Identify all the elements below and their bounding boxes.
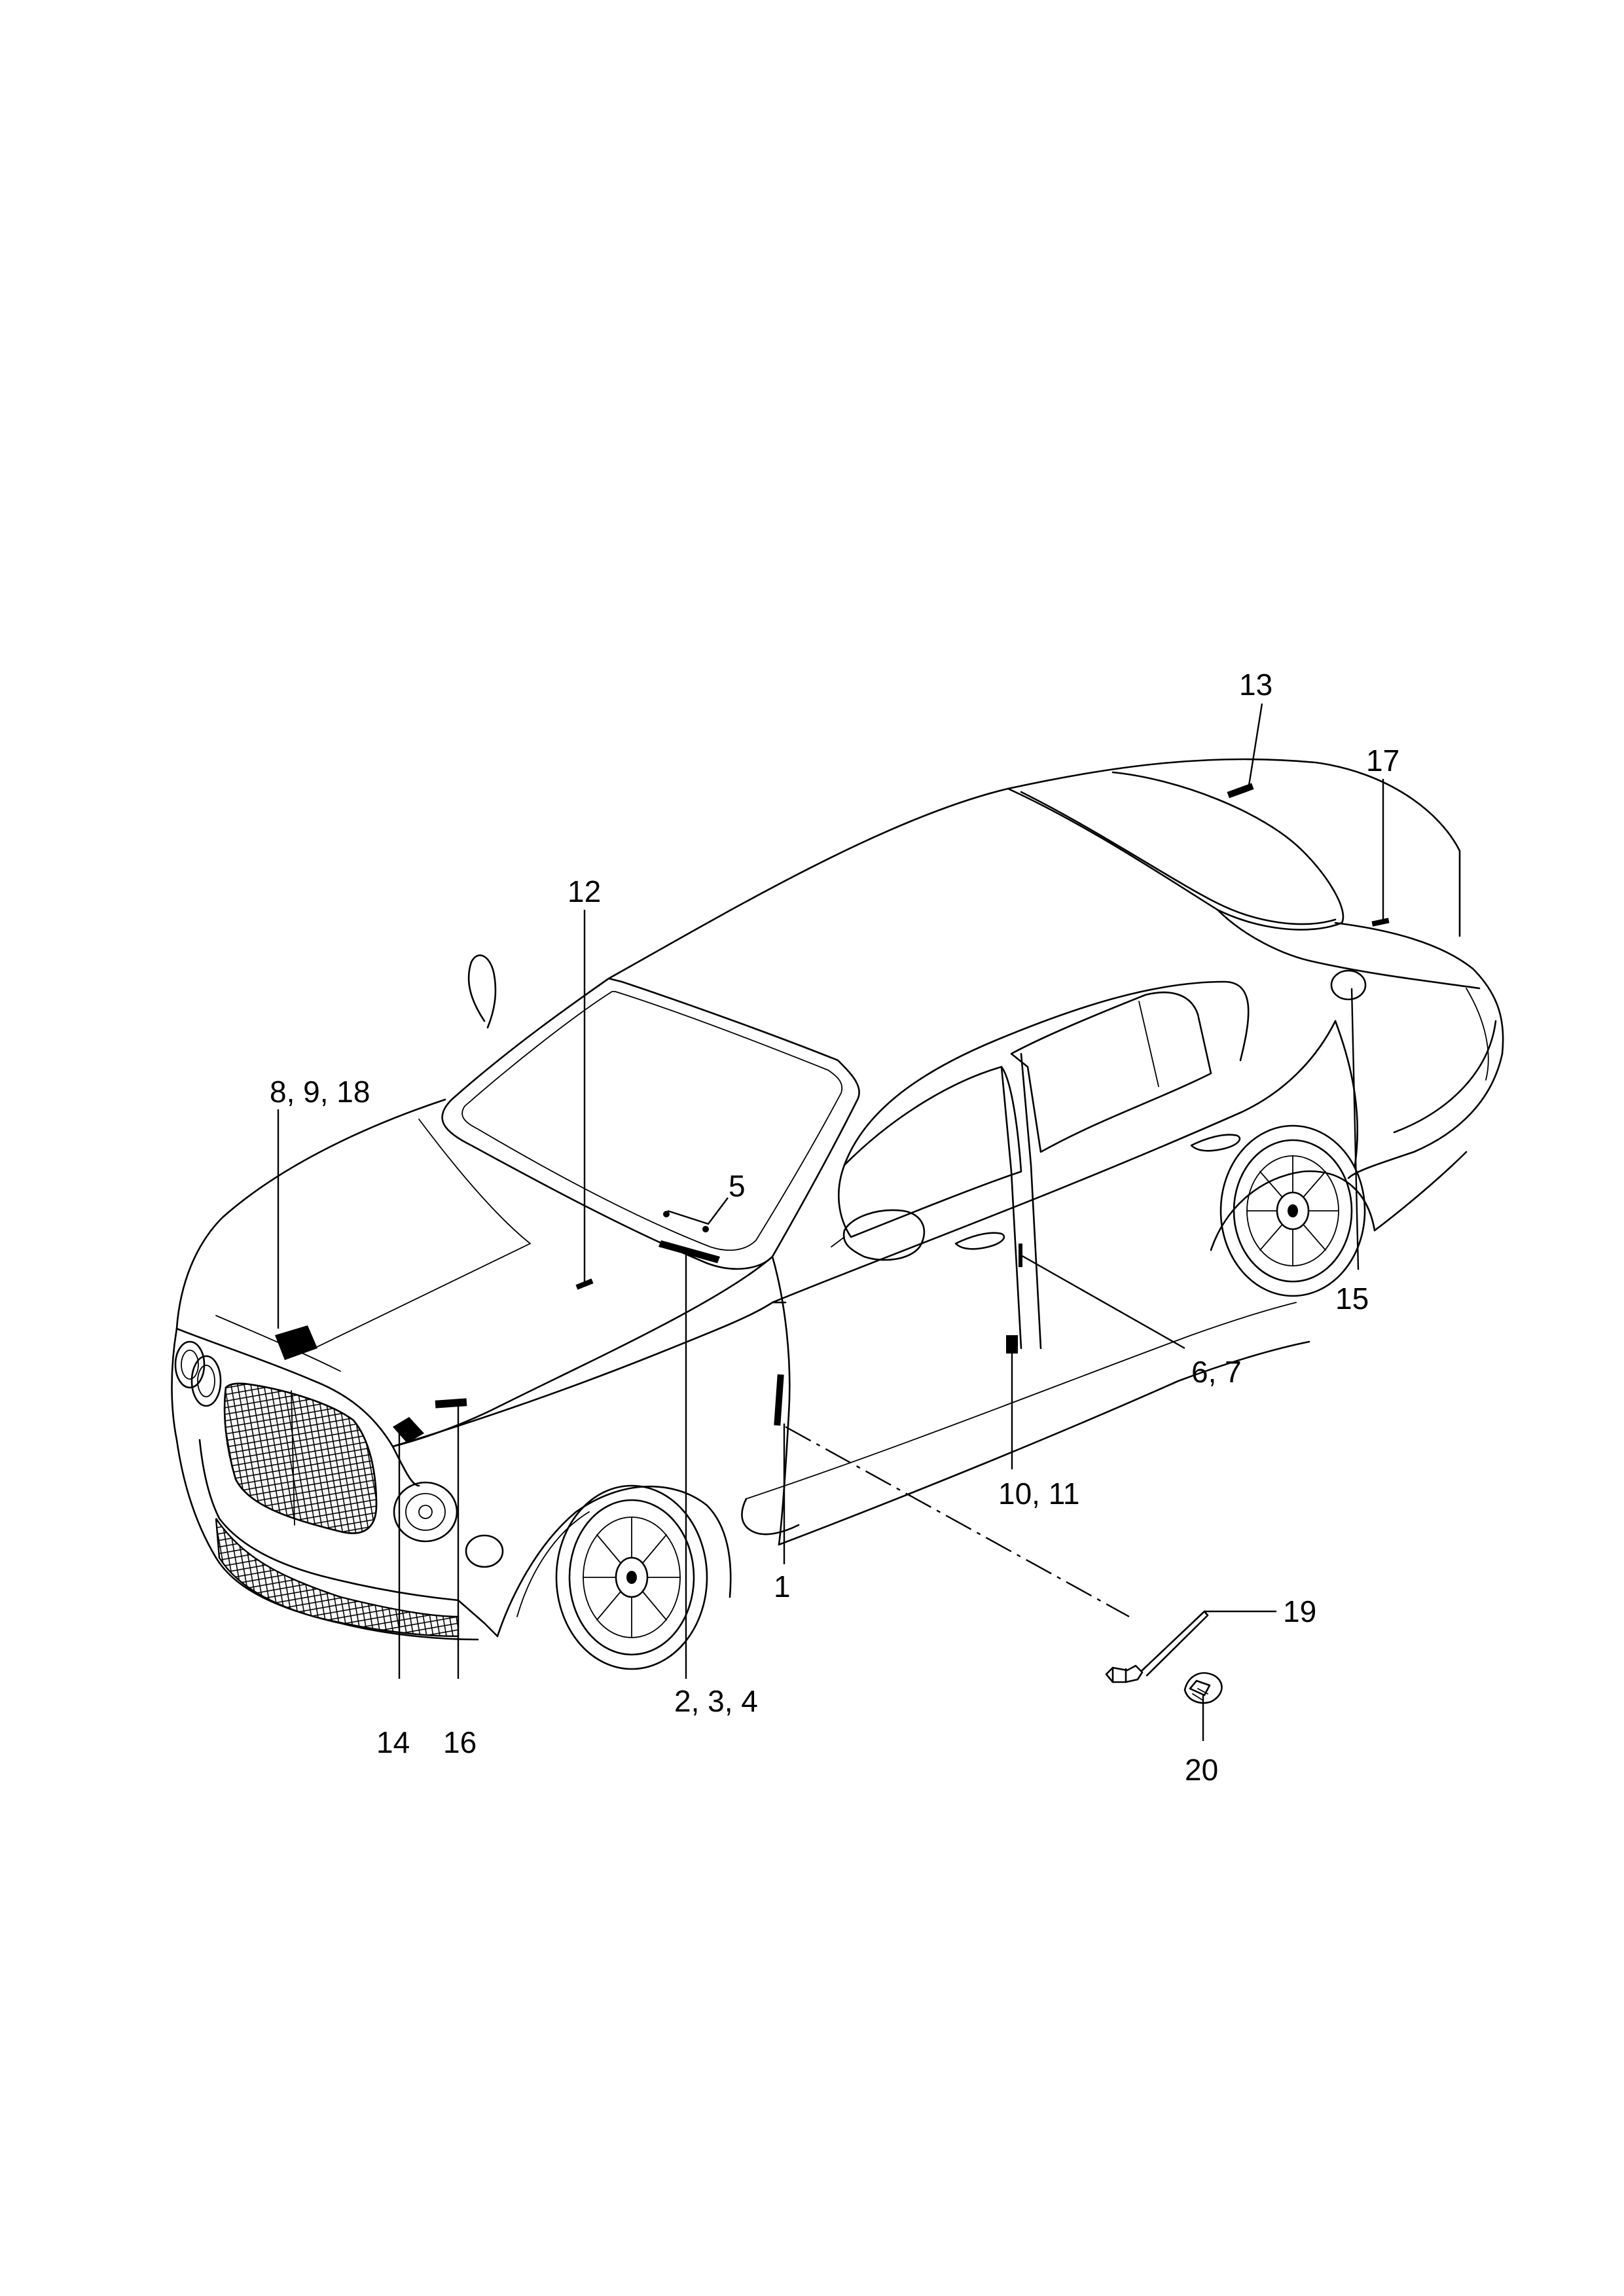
rear-wheel bbox=[1219, 1124, 1366, 1297]
leader-lines bbox=[277, 703, 1384, 1741]
fuel-cap bbox=[1330, 969, 1367, 1001]
callout-1: 1 bbox=[774, 1570, 791, 1604]
marker-16 bbox=[435, 1398, 467, 1408]
marker-14 bbox=[393, 1417, 424, 1443]
part-19-rivet bbox=[1105, 1610, 1209, 1683]
marker-1 bbox=[774, 1374, 784, 1426]
grille bbox=[223, 1382, 378, 1534]
marker-12 bbox=[575, 1278, 594, 1290]
callout-5: 5 bbox=[729, 1169, 746, 1203]
label-markers bbox=[275, 783, 1390, 1443]
marker-6-7 bbox=[1019, 1244, 1022, 1267]
callout-15: 15 bbox=[1335, 1282, 1369, 1316]
callout-13: 13 bbox=[1239, 668, 1272, 702]
lower-grille bbox=[215, 1518, 460, 1638]
callout-19: 19 bbox=[1283, 1594, 1316, 1628]
callout-12: 12 bbox=[568, 874, 601, 908]
headlights bbox=[174, 1340, 504, 1568]
marker-5b bbox=[702, 1226, 709, 1232]
marker-13 bbox=[1227, 783, 1254, 798]
callout-10-11: 10, 11 bbox=[998, 1477, 1079, 1511]
marker-17 bbox=[1371, 918, 1390, 927]
callout-2-3-4: 2, 3, 4 bbox=[674, 1684, 758, 1718]
callout-17: 17 bbox=[1366, 744, 1399, 778]
part-20-clip bbox=[1183, 1672, 1223, 1704]
callouts: 13 17 12 8, 9, 18 5 15 6, 7 10, 11 1 19 … bbox=[270, 668, 1399, 1787]
marker-8-9-18 bbox=[275, 1325, 317, 1360]
marker-10-11 bbox=[1006, 1335, 1018, 1354]
car-body bbox=[171, 758, 1504, 1670]
callout-16: 16 bbox=[443, 1725, 477, 1759]
callout-14: 14 bbox=[376, 1725, 410, 1759]
callout-6-7: 6, 7 bbox=[1191, 1355, 1242, 1389]
marker-2-3-4 bbox=[659, 1240, 720, 1263]
marker-5a bbox=[663, 1211, 670, 1217]
callout-20: 20 bbox=[1185, 1753, 1218, 1787]
callout-8-9-18: 8, 9, 18 bbox=[270, 1075, 370, 1109]
front-wheel bbox=[555, 1484, 708, 1670]
